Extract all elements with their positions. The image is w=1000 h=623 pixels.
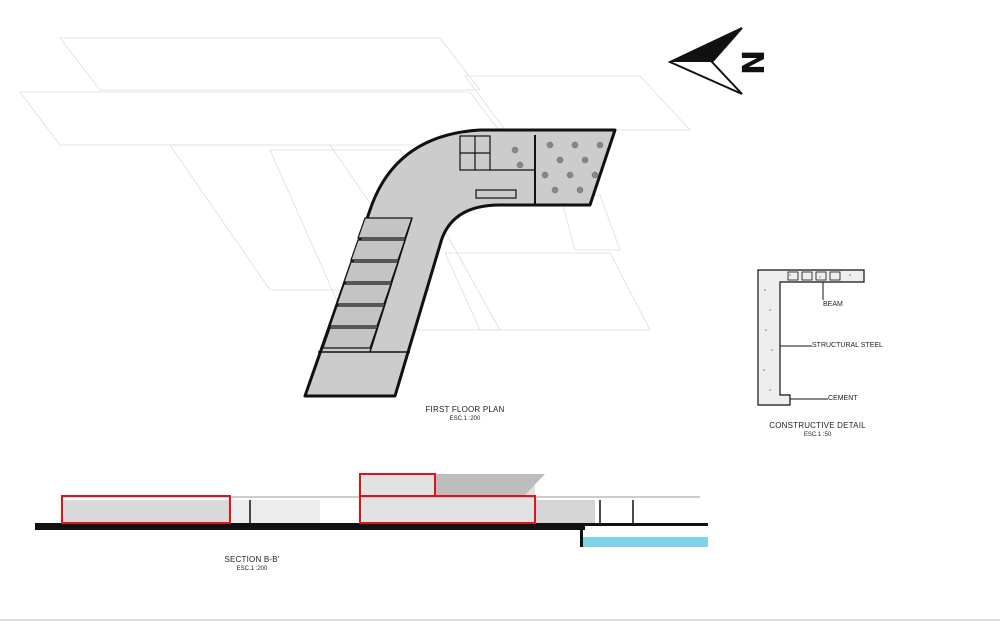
pool-water — [583, 537, 708, 547]
section-caption: SECTION B-B' ESC.1 :200 — [212, 555, 292, 572]
first-floor-plan-caption: FIRST FLOOR PLAN ESC.1 :200 — [415, 405, 515, 422]
constructive-detail-caption: CONSTRUCTIVE DETAIL ESC.1 :50 — [765, 421, 870, 438]
service-core — [459, 135, 536, 205]
constructive-detail-scale: ESC.1 :50 — [803, 432, 832, 438]
constructive-detail-drawing — [757, 269, 865, 406]
structural-steel-label: STRUCTURAL STEEL — [812, 342, 883, 349]
beam-label: BEAM — [823, 301, 843, 308]
dining-furniture — [511, 141, 604, 194]
section-title: SECTION B-B' — [224, 555, 280, 564]
section-scale: ESC.1 :200 — [236, 566, 268, 572]
corridor-wall — [369, 217, 413, 353]
constructive-detail-title: CONSTRUCTIVE DETAIL — [769, 421, 866, 430]
section-ground — [35, 523, 585, 530]
first-floor-plan-scale: ESC.1 :200 — [449, 416, 481, 422]
north-arrow — [667, 27, 743, 95]
first-floor-plan — [303, 128, 617, 398]
cement-label: CEMENT — [828, 395, 858, 402]
section-b-b-drawing — [35, 473, 708, 547]
north-letter: N — [737, 49, 773, 76]
floor-plan-slab — [303, 128, 617, 398]
first-floor-plan-title: FIRST FLOOR PLAN — [425, 405, 505, 414]
highlight-frames — [61, 473, 536, 524]
